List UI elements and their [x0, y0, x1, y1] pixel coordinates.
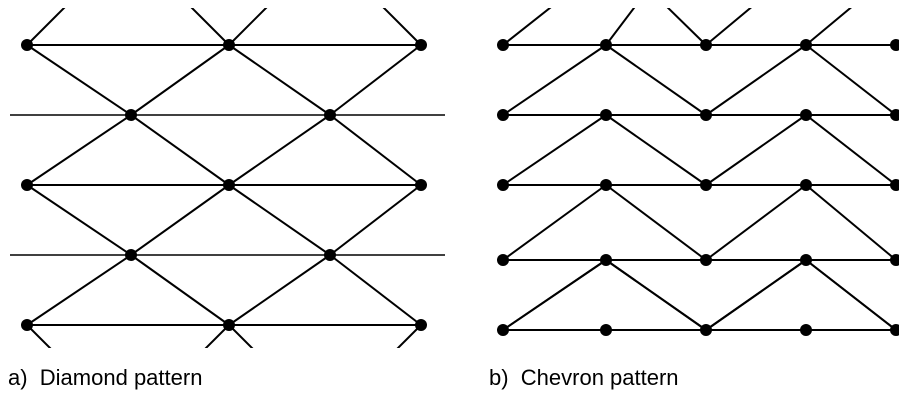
node-dot	[700, 324, 712, 336]
node-dot	[415, 319, 427, 331]
node-dot	[890, 109, 899, 121]
node-dot	[497, 109, 509, 121]
chevron-line	[502, 44, 607, 116]
node-dot	[497, 39, 509, 51]
chevron-pattern-panel	[497, 8, 899, 336]
chevron-line	[705, 44, 807, 116]
node-dot	[125, 249, 137, 261]
chevron-line	[502, 184, 607, 261]
node-dot	[324, 249, 336, 261]
diagonal-line	[130, 184, 230, 256]
diagonal-line	[26, 254, 132, 326]
node-dot	[800, 179, 812, 191]
node-dot	[415, 39, 427, 51]
node-dot	[700, 39, 712, 51]
chevron-line	[805, 259, 897, 331]
diagonal-line	[329, 114, 422, 186]
chevron-line	[502, 8, 552, 46]
chevron-line	[502, 114, 607, 186]
node-dot	[497, 179, 509, 191]
diagonal-line	[228, 8, 268, 46]
node-dot	[223, 179, 235, 191]
node-dot	[125, 109, 137, 121]
node-dot	[800, 39, 812, 51]
diagonal-line	[228, 184, 331, 256]
node-dot	[800, 324, 812, 336]
diagonal-line	[26, 8, 66, 46]
chevron-line	[605, 184, 707, 261]
node-dot	[890, 324, 899, 336]
node-dot	[700, 254, 712, 266]
node-dot	[700, 179, 712, 191]
node-dot	[700, 109, 712, 121]
chevron-line	[805, 184, 897, 261]
chevron-line	[605, 114, 707, 186]
node-dot	[890, 39, 899, 51]
chevron-line	[705, 259, 807, 331]
diagonal-line	[26, 324, 52, 348]
node-dot	[21, 39, 33, 51]
chevron-line	[705, 8, 752, 46]
diagonal-line	[130, 254, 230, 326]
node-dot	[800, 254, 812, 266]
node-dot	[600, 109, 612, 121]
diagonal-line	[26, 44, 132, 116]
diagonal-line	[228, 324, 254, 348]
node-dot	[890, 179, 899, 191]
diagonal-line	[130, 114, 230, 186]
diagonal-line	[228, 254, 331, 326]
diagonal-line	[329, 254, 422, 326]
chevron-line	[705, 184, 807, 261]
node-dot	[600, 179, 612, 191]
node-dot	[600, 324, 612, 336]
chevron-line	[666, 8, 707, 46]
node-dot	[223, 319, 235, 331]
diagonal-line	[204, 324, 230, 348]
node-dot	[600, 39, 612, 51]
diagonal-line	[26, 184, 132, 256]
chevron-pattern-caption: b) Chevron pattern	[489, 365, 679, 390]
chevron-line	[705, 114, 807, 186]
node-dot	[21, 179, 33, 191]
diagonal-line	[26, 114, 132, 186]
node-dot	[800, 109, 812, 121]
node-dot	[497, 254, 509, 266]
diagonal-line	[190, 8, 230, 46]
node-dot	[21, 319, 33, 331]
node-dot	[890, 254, 899, 266]
node-dot	[415, 179, 427, 191]
chevron-line	[805, 8, 852, 46]
diagonal-line	[130, 44, 230, 116]
node-dot	[223, 39, 235, 51]
diagonal-line	[329, 44, 422, 116]
diamond-pattern-caption: a) Diamond pattern	[8, 365, 203, 390]
node-dot	[600, 254, 612, 266]
chevron-line	[605, 8, 636, 46]
chevron-line	[605, 259, 707, 331]
node-dot	[324, 109, 336, 121]
node-dot	[497, 324, 509, 336]
chevron-line	[805, 44, 897, 116]
diagonal-line	[329, 184, 422, 256]
diagonal-line	[396, 324, 422, 348]
chevron-line	[605, 44, 707, 116]
diagonal-line	[228, 44, 331, 116]
chevron-line	[502, 259, 607, 331]
diagonal-line	[382, 8, 422, 46]
diamond-pattern-panel	[10, 8, 445, 348]
diagonal-line	[228, 114, 331, 186]
chevron-line	[805, 114, 897, 186]
